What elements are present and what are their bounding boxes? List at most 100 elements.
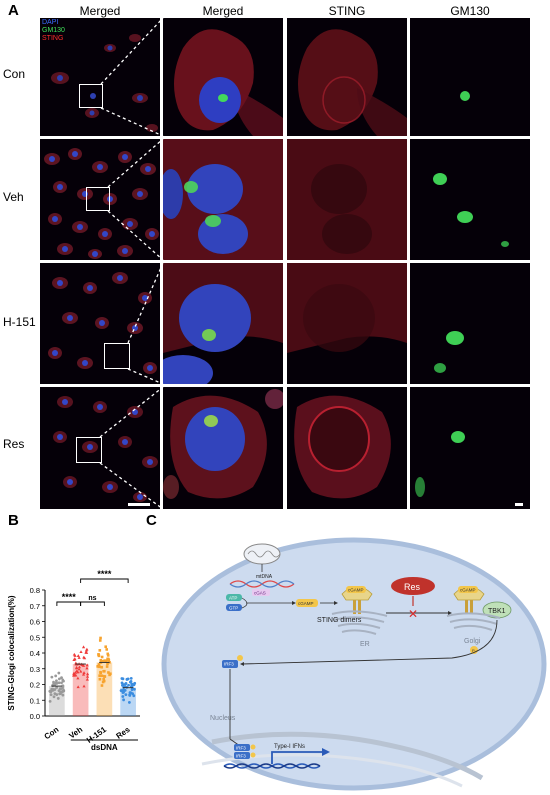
data-point [102,679,106,683]
irf3-protein [222,660,238,668]
data-point [53,683,57,686]
svg-text:TBK1: TBK1 [488,608,506,615]
data-point [49,690,53,694]
data-point [82,684,86,688]
data-point [53,688,57,691]
data-point [60,681,63,685]
sting-pathway-diagram: Nucleus mtDNA cGAS ATP GTP cGAMP cGAMP S… [161,537,547,791]
nucleus-envelope [211,731,484,781]
legend-gm130: GM130 [42,27,65,34]
data-point [84,648,89,652]
data-point [57,671,61,675]
scale-bar [515,503,523,506]
data-point [100,674,104,678]
svg-text:GTP: GTP [229,606,238,611]
data-point [125,678,129,681]
data-point [85,663,89,667]
y-tick-label: 0.0 [30,712,40,721]
golgi-label: Golgi [464,638,481,645]
legend-sting: STING [42,35,64,42]
data-point [119,689,123,692]
significance-bracket [80,578,129,583]
group-label: dsDNA [91,743,118,752]
data-point [105,648,109,651]
golgi-membrane [446,612,501,631]
data-point [123,688,127,692]
zoom-region-box [79,84,103,108]
micrograph-con-gm130 [410,18,530,136]
data-point [72,652,76,656]
data-point [81,645,86,649]
data-point [76,670,80,674]
data-point [58,687,62,691]
micrograph-con-merged-zoom [163,18,283,136]
data-point [61,678,65,682]
y-tick-label: 0.5 [30,633,40,642]
svg-text:P: P [472,648,475,653]
data-point [55,693,59,696]
data-point [107,671,110,674]
res-inhibitor [391,577,435,595]
data-point [72,673,77,677]
data-point [124,682,127,686]
micrograph-h151-merged-zoom [163,263,283,384]
data-point [56,697,60,700]
transcription-arrow-icon [271,751,322,764]
data-point [75,665,79,669]
row-label-veh: Veh [3,190,24,204]
channel-legend: DAPI GM130 STING [42,19,65,43]
y-tick-label: 0.1 [30,696,40,705]
column-header-gm130: GM130 [450,4,490,18]
data-point [82,655,86,659]
data-point [128,694,132,697]
micrograph-h151-sting [287,263,407,384]
row-label-h151: H-151 [3,315,36,329]
data-point [97,663,101,666]
column-header-merged-overview: Merged [79,4,121,18]
y-tick-label: 0.4 [30,649,40,658]
data-point [77,656,81,659]
data-point [129,679,133,683]
data-point [121,695,125,698]
data-point [96,665,99,668]
data-point [105,659,109,662]
svg-text:IRF3: IRF3 [236,746,246,751]
cgamp-pill [296,599,318,607]
micrograph-con-sting [287,18,407,136]
data-point [77,665,82,669]
data-point [86,672,90,676]
micrograph-res-sting [287,387,407,509]
micrograph-h151-gm130 [410,263,530,384]
data-point [105,665,109,668]
data-point [100,684,104,687]
y-tick-label: 0.2 [30,681,40,690]
gtp-pill [226,604,242,611]
svg-text:IRF3: IRF3 [236,754,246,759]
inhibition-x-icon: ✕ [408,607,418,621]
data-point [100,655,104,659]
atp-pill [226,594,242,601]
data-point [85,674,90,678]
x-tick-label: H-151 [85,725,108,745]
x-tick-label: Res [115,725,133,741]
data-point [98,649,102,652]
data-point [84,650,88,654]
data-point [131,683,135,687]
data-point [73,657,77,661]
scale-bar [128,503,150,506]
data-point [121,691,125,694]
data-point [132,687,136,691]
y-tick-label: 0.8 [30,586,40,595]
data-point [61,693,65,697]
svg-text:cGAS: cGAS [254,591,266,596]
data-point [82,671,86,674]
bar-veh [72,664,89,716]
data-point [85,666,89,670]
x-tick-label: Con [43,725,61,741]
svg-text:IRF3: IRF3 [224,662,234,667]
svg-text:cGAMP: cGAMP [298,601,314,606]
data-point [98,677,102,681]
panel-b-label: B [8,512,19,529]
er-membrane [331,610,388,635]
